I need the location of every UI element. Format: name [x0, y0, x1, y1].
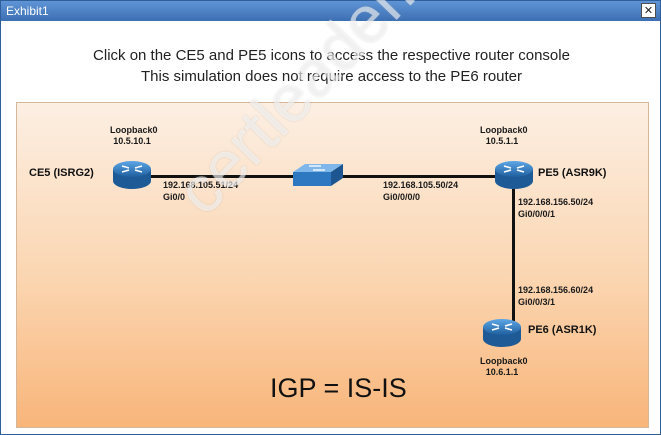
switch-icon	[293, 164, 343, 186]
ce5-loopback-ip: 10.5.10.1	[113, 136, 151, 146]
pe5-loopback: Loopback0 10.5.1.1	[480, 125, 528, 147]
topology-canvas: Loopback0 10.5.10.1 CE5 (ISRG2) 192.168.	[16, 102, 649, 428]
ce5-link-ip: 192.168.105.51/24	[163, 180, 239, 190]
instruction-line-1: Click on the CE5 and PE5 icons to access…	[93, 47, 570, 64]
pe6-router	[480, 313, 524, 358]
router-icon	[495, 161, 533, 189]
pe5-name: PE5 (ASR9K)	[538, 167, 607, 179]
igp-label: IGP = IS-IS	[270, 373, 407, 403]
pe5-loopback-ip: 10.5.1.1	[485, 136, 519, 146]
title-bar: Exhibit1 ✕	[1, 1, 660, 21]
close-button[interactable]: ✕	[641, 3, 656, 18]
link-switch-pe5	[343, 175, 503, 178]
link-ce5-switch	[147, 175, 293, 178]
link-pe5-pe6	[512, 189, 515, 321]
pe6-loopback-label: Loopback0	[480, 356, 528, 366]
pe5-left-ip: 192.168.105.50/24	[383, 180, 459, 190]
pe5-down-if: Gi0/0/0/1	[518, 209, 556, 219]
ce5-router[interactable]	[110, 155, 154, 200]
instruction-line-2: This simulation does not require access …	[140, 68, 523, 85]
pe5-loopback-label: Loopback0	[480, 125, 528, 135]
pe5-router[interactable]	[492, 155, 536, 200]
ce5-name: CE5 (ISRG2)	[29, 167, 94, 179]
pe5-down-ip: 192.168.156.50/24	[518, 197, 594, 207]
pe6-loopback: Loopback0 10.6.1.1	[480, 356, 528, 378]
pe5-left-if: Gi0/0/0/0	[383, 192, 421, 202]
ce5-loopback: Loopback0 10.5.10.1	[110, 125, 158, 147]
ce5-loopback-label: Loopback0	[110, 125, 158, 135]
switch	[291, 162, 345, 195]
instructions: Click on the CE5 and PE5 icons to access…	[1, 45, 661, 87]
window-title: Exhibit1	[6, 4, 49, 18]
pe6-up-if: Gi0/0/3/1	[518, 297, 556, 307]
pe6-up-ip: 192.168.156.60/24	[518, 285, 594, 295]
ce5-link-if: Gi0/0	[163, 192, 186, 202]
router-icon	[113, 161, 151, 189]
router-icon	[483, 319, 521, 347]
pe6-name: PE6 (ASR1K)	[528, 324, 597, 336]
pe6-loopback-ip: 10.6.1.1	[485, 367, 519, 377]
